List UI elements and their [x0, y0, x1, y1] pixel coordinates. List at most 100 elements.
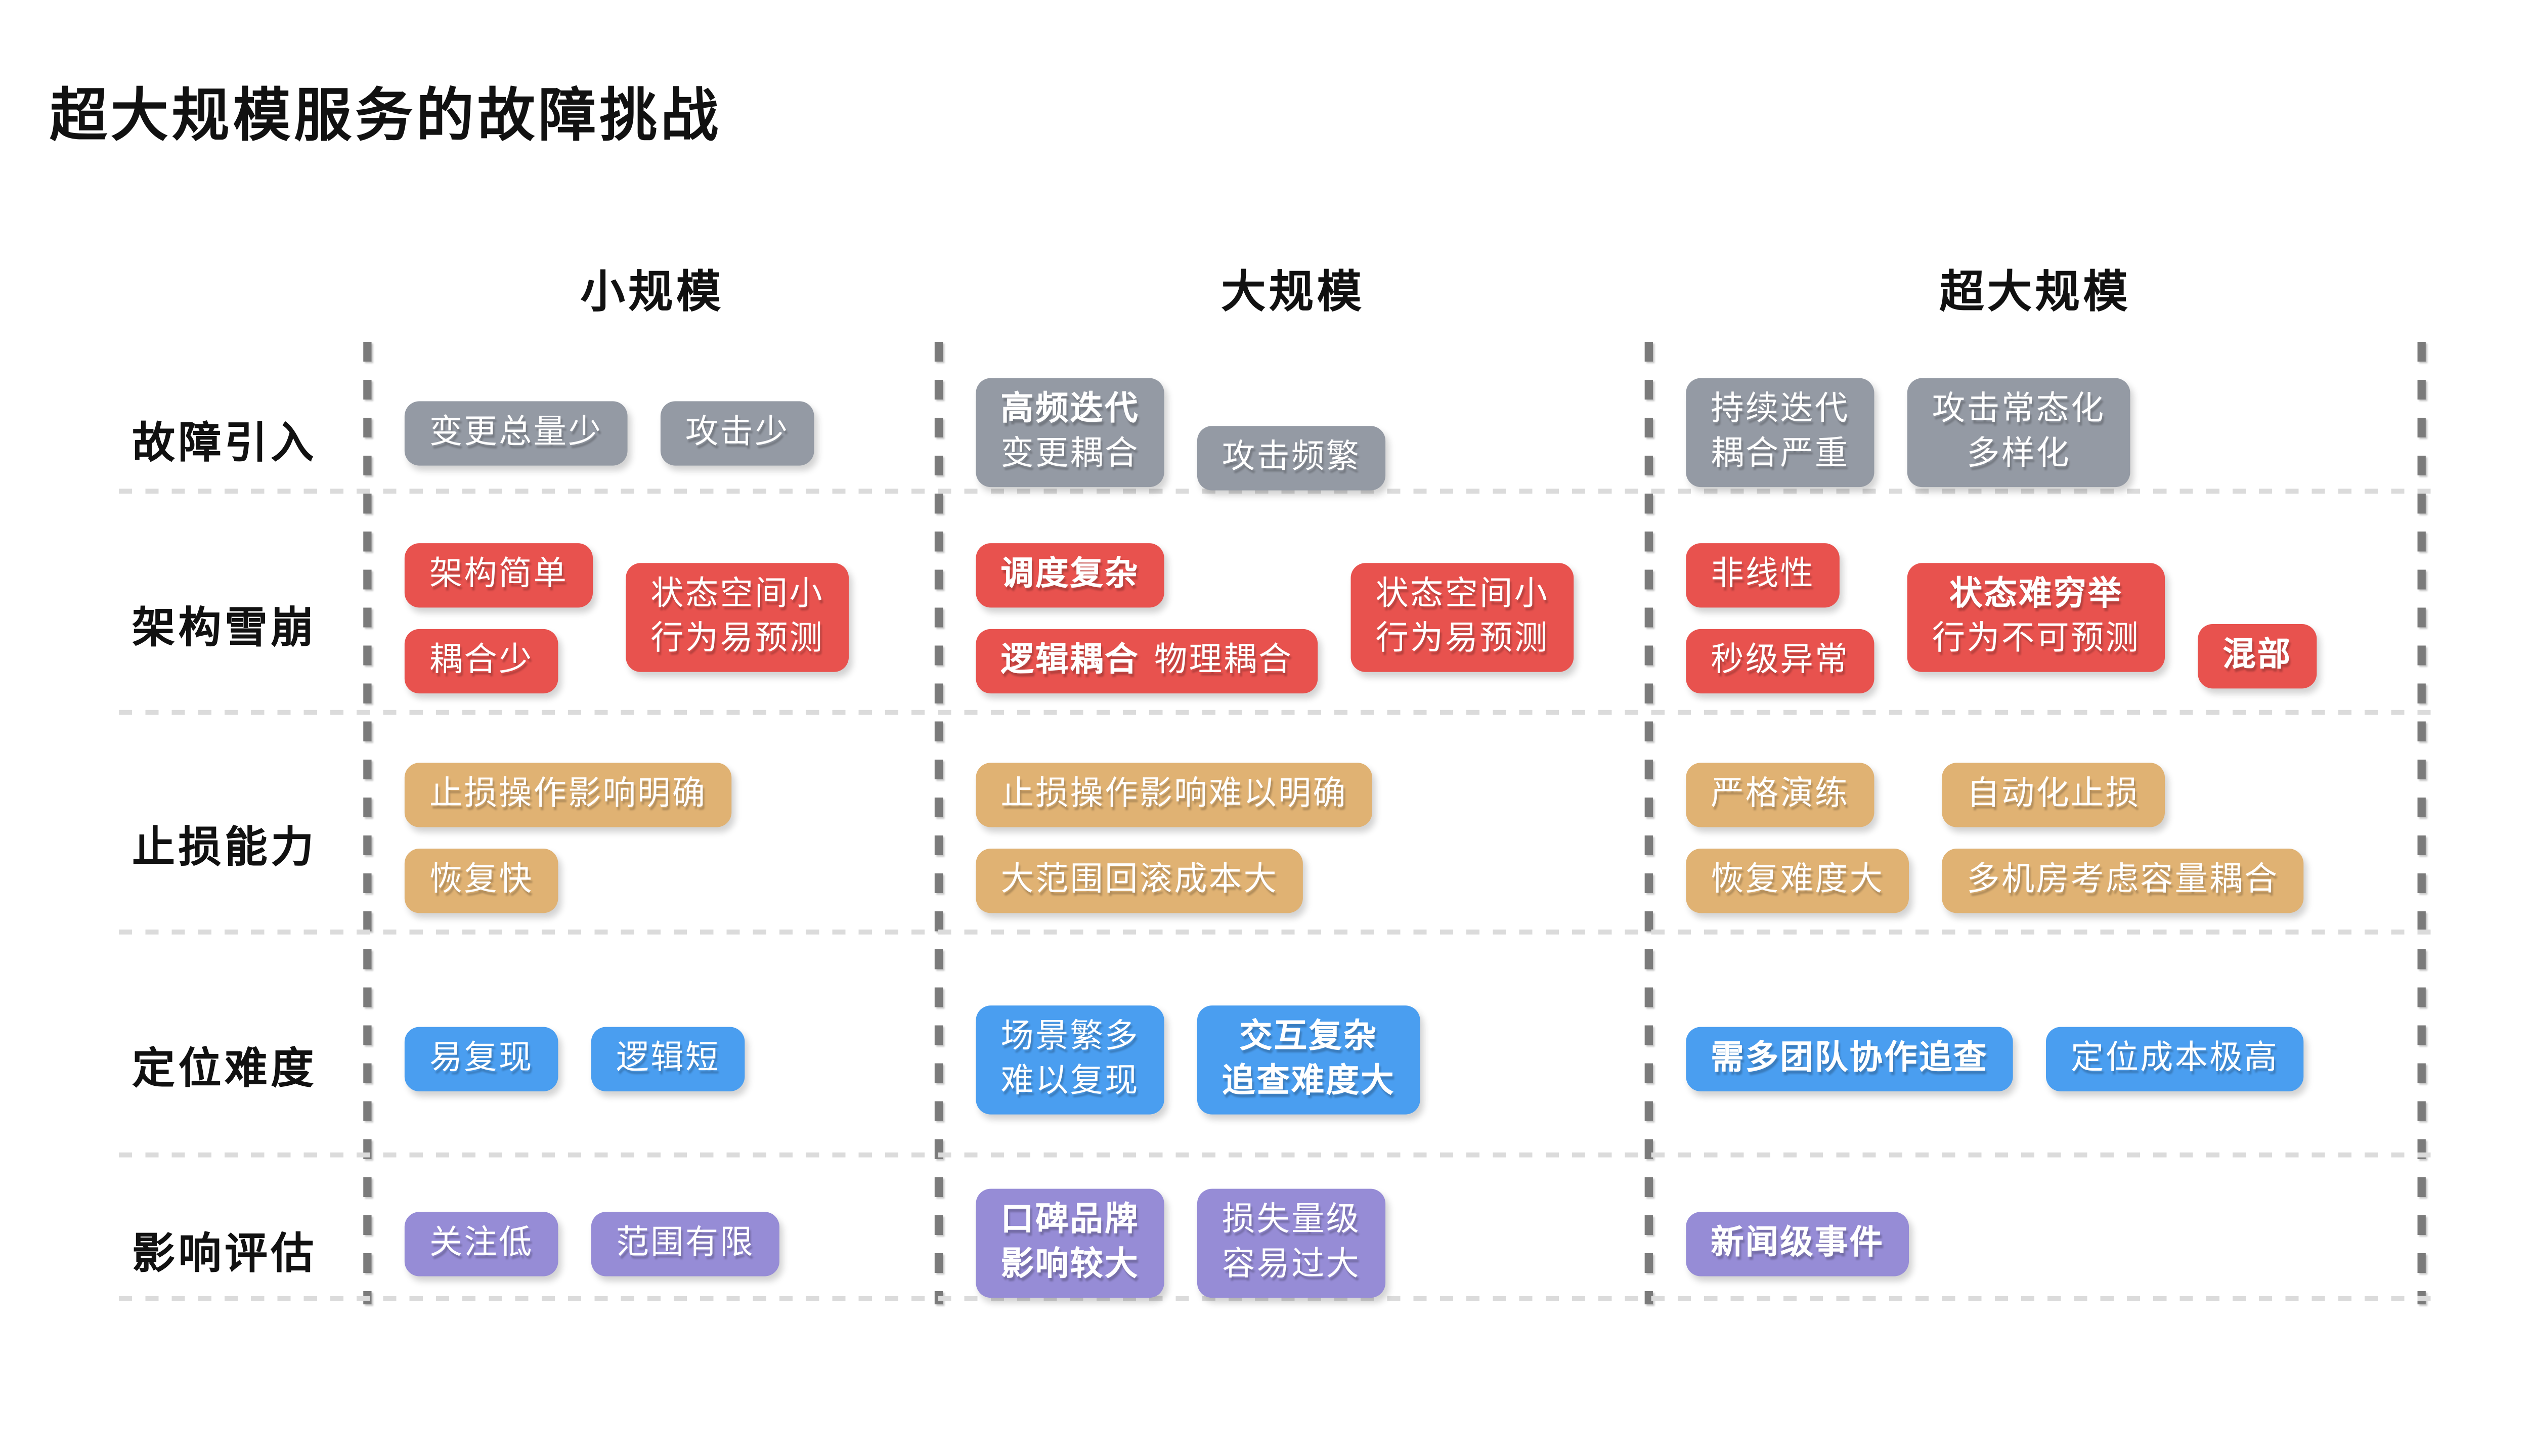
- badge-stack: 止损操作影响明确恢复快: [404, 763, 732, 913]
- tag-badge: 恢复难度大: [1686, 849, 1909, 913]
- badge-text: 行为易预测: [650, 621, 824, 657]
- badge-text: 多机房考虑容量耦合: [1967, 862, 2279, 898]
- badge-line: 变更耦合: [1000, 432, 1139, 477]
- badge-text: 容易过大: [1222, 1246, 1361, 1283]
- badge-line: 止损操作影响明确: [429, 773, 707, 817]
- tag-badge: 逻辑短: [591, 1027, 745, 1091]
- badge-text: 变更耦合: [1000, 435, 1140, 472]
- badge-line: 耦合少: [429, 638, 534, 683]
- badge-text: 难以复现: [1000, 1062, 1140, 1099]
- badge-text: 行为易预测: [1375, 621, 1549, 657]
- badge-text: 严格演练: [1711, 776, 1850, 813]
- tag-badge: 混部: [2198, 623, 2317, 688]
- matrix-row: 故障引入变更总量少攻击少高频迭代变更耦合攻击频繁持续迭代耦合严重攻击常态化多样化: [0, 343, 2529, 492]
- badge-text: 状态空间小: [650, 576, 824, 613]
- matrix-cell: 新闻级事件: [1648, 1156, 2424, 1301]
- badge-line: 逻辑耦合物理耦合: [1000, 638, 1293, 683]
- row-divider-line: [119, 930, 2444, 935]
- badge-line: 追查难度大: [1222, 1059, 1396, 1104]
- badge-line: 容易过大: [1222, 1243, 1361, 1288]
- tag-badge: 新闻级事件: [1686, 1211, 1909, 1275]
- badge-line: 场景繁多: [1000, 1014, 1139, 1059]
- tag-badge: 状态空间小行为易预测: [1350, 563, 1574, 672]
- tag-badge: 范围有限: [591, 1211, 779, 1275]
- tag-badge: 高频迭代变更耦合: [976, 378, 1164, 488]
- badge-line: 攻击频繁: [1222, 435, 1361, 479]
- badge-text: 止损操作影响难以明确: [1000, 776, 1347, 813]
- matrix-cell: 止损操作影响难以明确大范围回滚成本大: [938, 713, 1648, 933]
- badge-line: 严格演练: [1711, 773, 1849, 817]
- matrix-cell: 持续迭代耦合严重攻击常态化多样化: [1648, 343, 2424, 492]
- tag-badge: 交互复杂追查难度大: [1197, 1004, 1420, 1114]
- badge-line: 损失量级: [1222, 1199, 1361, 1243]
- row-label: 架构雪崩: [132, 601, 317, 651]
- badge-line: 状态空间小: [650, 573, 824, 617]
- badge-line: 定位成本极高: [2071, 1037, 2279, 1081]
- matrix-cell: 关注低 范围有限: [367, 1156, 938, 1301]
- badge-text: 攻击常态化: [1932, 391, 2106, 428]
- tag-badge: 状态空间小行为易预测: [626, 563, 849, 672]
- badge-text: 行为不可预测: [1932, 621, 2141, 657]
- tag-badge: 大范围回滚成本大: [976, 849, 1303, 913]
- tag-badge: 需多团队协作追查: [1686, 1027, 2013, 1091]
- badge-line: 调度复杂: [1000, 552, 1139, 597]
- matrix-cell: 口碑品牌影响较大 损失量级容易过大: [938, 1156, 1648, 1301]
- column-divider-line: [363, 341, 372, 1305]
- badge-line: 交互复杂: [1222, 1014, 1396, 1059]
- badge-line: 大范围回滚成本大: [1000, 859, 1278, 903]
- badge-line: 口碑品牌: [1000, 1199, 1139, 1243]
- badge-line: 恢复难度大: [1711, 859, 1884, 903]
- badge-line: 变更总量少: [429, 410, 603, 455]
- badge-text: 攻击频繁: [1222, 438, 1361, 475]
- badge-line: 混部: [2222, 633, 2292, 678]
- tag-badge: 口碑品牌影响较大: [976, 1188, 1164, 1298]
- badge-text: 多样化: [1967, 435, 2071, 472]
- badge-text: 逻辑耦合: [1000, 641, 1140, 678]
- badge-text: 追查难度大: [1222, 1062, 1396, 1099]
- badge-text: 口碑品牌: [1000, 1202, 1140, 1239]
- tag-badge: 关注低: [404, 1211, 558, 1275]
- badge-text: 影响较大: [1000, 1246, 1140, 1283]
- badge-text: 逻辑短: [616, 1040, 720, 1077]
- tag-badge: 恢复快: [404, 849, 558, 913]
- badge-text: 变更总量少: [429, 413, 603, 450]
- badge-text: 自动化止损: [1967, 776, 2141, 813]
- badge-text: 耦合少: [429, 641, 534, 678]
- badge-stack: 止损操作影响难以明确大范围回滚成本大: [976, 763, 1372, 913]
- row-label: 影响评估: [132, 1227, 317, 1277]
- badge-text: 交互复杂: [1239, 1018, 1378, 1054]
- badge-line: 高频迭代: [1000, 388, 1139, 432]
- matrix-cell: 易复现逻辑短: [367, 933, 938, 1156]
- matrix-cell: 场景繁多难以复现交互复杂追查难度大: [938, 933, 1648, 1156]
- badge-text: 架构简单: [429, 555, 569, 592]
- tag-badge: 攻击常态化多样化: [1907, 378, 2130, 488]
- badge-text: 关注低: [429, 1224, 534, 1261]
- tag-badge: 止损操作影响明确: [404, 763, 732, 827]
- badge-line: 关注低: [429, 1221, 534, 1265]
- tag-badge: 持续迭代耦合严重: [1686, 378, 1874, 488]
- badge-line: 止损操作影响难以明确: [1000, 773, 1347, 817]
- badge-stack: 非线性秒级异常: [1686, 542, 1874, 693]
- column-header-small-scale: 小规模: [580, 267, 724, 317]
- matrix-row: 架构雪崩架构简单耦合少状态空间小行为易预测调度复杂逻辑耦合物理耦合状态空间小行为…: [0, 492, 2529, 713]
- badge-text: 定位成本极高: [2070, 1040, 2279, 1077]
- badge-line: 需多团队协作追查: [1711, 1037, 1988, 1081]
- badge-line: 难以复现: [1000, 1059, 1139, 1104]
- badge-line: 攻击少: [685, 410, 790, 455]
- badge-stack: 调度复杂逻辑耦合物理耦合: [976, 542, 1318, 693]
- badge-line: 非线性: [1711, 552, 1815, 597]
- tag-badge: 场景繁多难以复现: [976, 1004, 1164, 1114]
- tag-badge: 多机房考虑容量耦合: [1942, 849, 2304, 913]
- badge-text: 物理耦合: [1154, 641, 1293, 678]
- badge-line: 影响较大: [1000, 1243, 1139, 1288]
- badge-text: 恢复难度大: [1711, 862, 1885, 898]
- column-divider-line: [2417, 341, 2426, 1305]
- column-header-large-scale: 大规模: [1221, 267, 1365, 317]
- column-divider-line: [1644, 341, 1653, 1305]
- tag-badge: 架构简单: [404, 542, 593, 607]
- row-divider-line: [119, 1152, 2444, 1158]
- badge-text: 秒级异常: [1711, 641, 1850, 678]
- badge-text: 非线性: [1711, 555, 1815, 592]
- badge-line: 架构简单: [429, 552, 568, 597]
- challenge-matrix: 故障引入变更总量少攻击少高频迭代变更耦合攻击频繁持续迭代耦合严重攻击常态化多样化…: [0, 343, 2529, 1301]
